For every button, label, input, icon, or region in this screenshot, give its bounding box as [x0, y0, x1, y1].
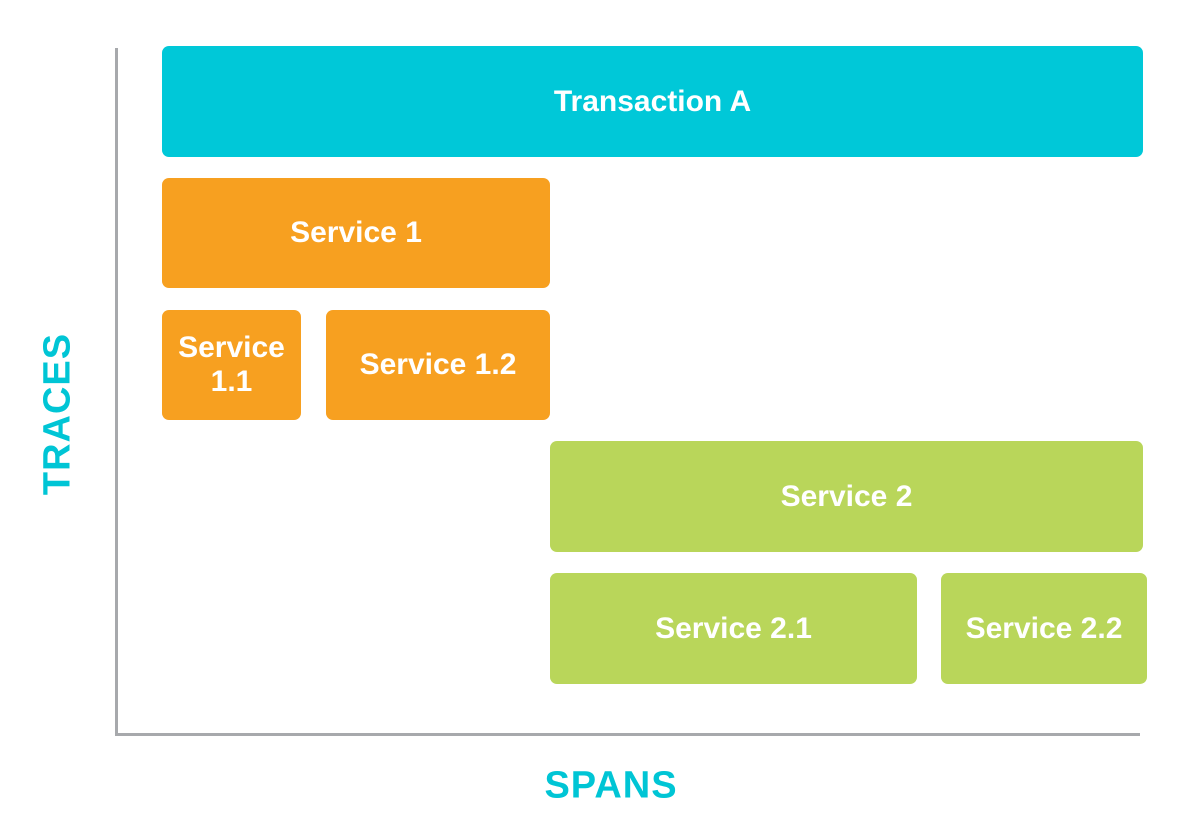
traces-axis-line: [115, 48, 118, 736]
service-1-1-span: Service 1.1: [162, 310, 301, 420]
service-1-label: Service 1: [290, 216, 422, 249]
transaction-a-label: Transaction A: [553, 84, 752, 118]
service-2-2-span: Service 2.2: [941, 573, 1147, 684]
service-2-label: Service 2: [780, 479, 913, 513]
service-1-1-label: Service 1.1: [178, 331, 285, 398]
service-1-span: Service 1: [162, 178, 550, 288]
service-1-2-label: Service 1.2: [359, 348, 517, 381]
transaction-a-span: Transaction A: [162, 46, 1143, 157]
service-2-1-span: Service 2.1: [550, 573, 917, 684]
spans-axis-label: SPANS: [544, 764, 678, 807]
service-1-2-span: Service 1.2: [326, 310, 550, 420]
spans-axis-line: [115, 733, 1140, 736]
service-2-2-label: Service 2.2: [965, 611, 1123, 645]
traces-axis-label: TRACES: [36, 332, 79, 496]
service-2-1-label: Service 2.1: [655, 611, 812, 645]
service-2-span: Service 2: [550, 441, 1143, 552]
